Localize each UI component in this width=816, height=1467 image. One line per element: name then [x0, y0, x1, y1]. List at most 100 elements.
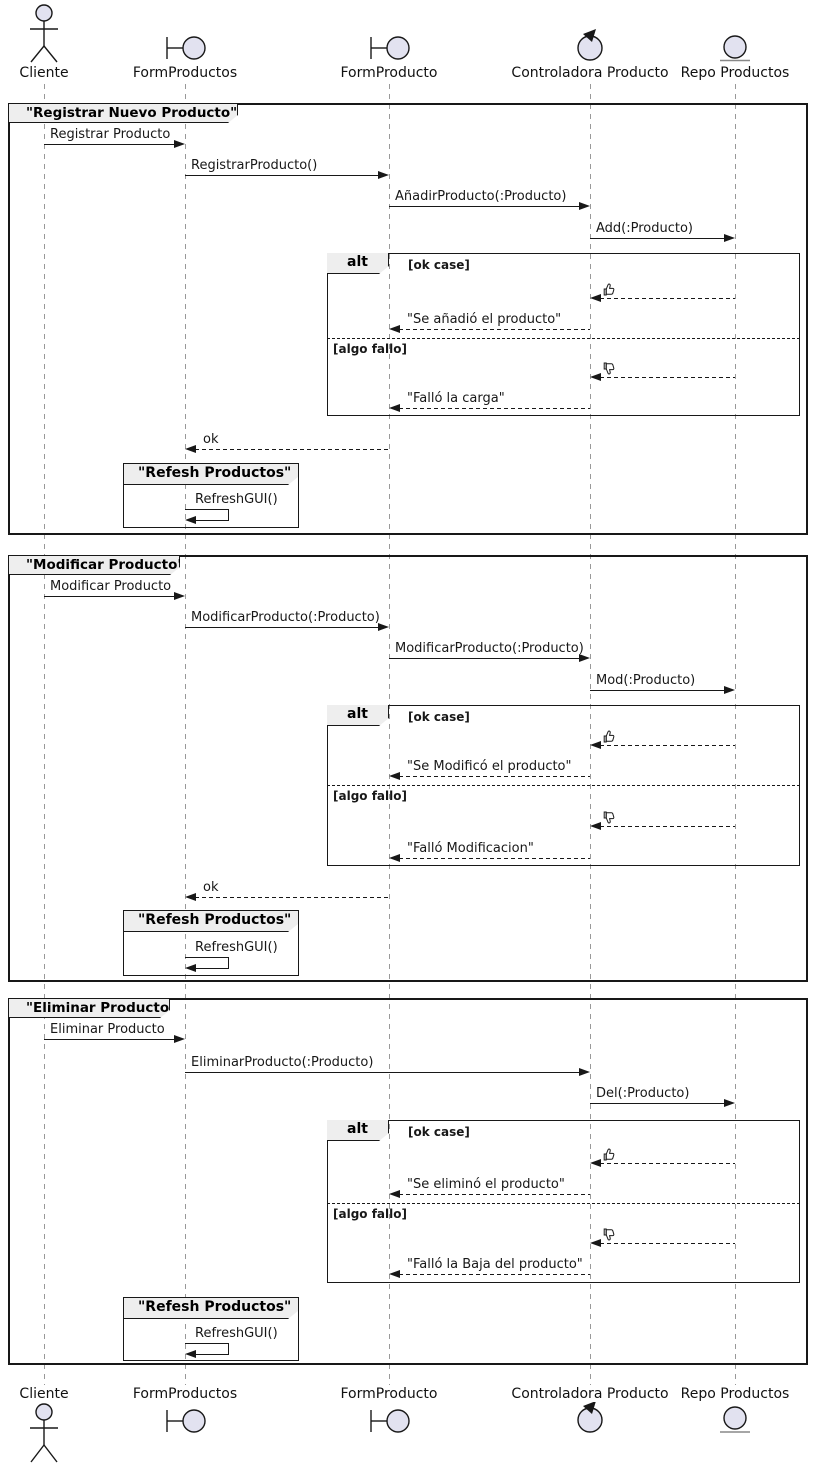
message-label: ok [203, 880, 219, 895]
message-line [600, 377, 735, 378]
message-label: RegistrarProducto() [191, 158, 318, 173]
refresh-frame-title: "Refesh Productos" [124, 464, 298, 485]
arrowhead [724, 686, 735, 694]
participant-label-formproductos: FormProductos [132, 65, 238, 81]
control-icon [558, 1401, 622, 1467]
message-line [590, 238, 725, 239]
message-line [185, 627, 379, 628]
alt-frame [327, 1120, 800, 1283]
arrowhead [590, 822, 601, 830]
lifeline-cliente [44, 84, 45, 1385]
alt-divider [327, 338, 800, 339]
arrowhead [724, 234, 735, 242]
group-frame [8, 555, 808, 982]
self-message-line [185, 1343, 228, 1344]
thumbs-up-icon [602, 729, 617, 748]
message-line [44, 144, 175, 145]
message-label: "Se Modificó el producto" [407, 759, 572, 774]
message-label: "Falló la Baja del producto" [407, 1257, 583, 1272]
message-line [600, 298, 735, 299]
message-label: Del(:Producto) [596, 1086, 690, 1101]
message-line [600, 1243, 735, 1244]
message-line [44, 596, 175, 597]
alt-operator-label: alt [327, 253, 389, 274]
participant-label-repo: Repo Productos [680, 1386, 790, 1402]
arrowhead [185, 516, 196, 524]
message-line [399, 408, 590, 409]
message-line [44, 1039, 175, 1040]
arrowhead [378, 171, 389, 179]
thumbs-down-icon [602, 361, 617, 380]
refresh-frame-title: "Refesh Productos" [124, 1298, 298, 1319]
group-frame-title: "Registrar Nuevo Producto" [8, 103, 238, 123]
message-line [195, 897, 389, 898]
lifeline-repo [735, 84, 736, 1385]
boundary-icon [357, 1402, 421, 1467]
arrowhead [185, 445, 196, 453]
thumbs-down-icon [602, 1227, 617, 1246]
message-line [590, 1103, 725, 1104]
refresh-frame [123, 463, 299, 528]
message-line [399, 1274, 590, 1275]
self-message-line [185, 509, 228, 510]
arrowhead [389, 404, 400, 412]
refresh-frame [123, 910, 299, 976]
participant-label-formproducto: FormProducto [340, 65, 438, 81]
arrowhead [185, 1350, 196, 1358]
arrowhead [724, 1099, 735, 1107]
control-icon [558, 0, 622, 64]
alt-operator-label: alt [327, 705, 389, 726]
message-label: Registrar Producto [50, 127, 171, 142]
group-frame [8, 998, 808, 1365]
message-line [389, 658, 580, 659]
message-label: "Falló Modificacion" [407, 841, 534, 856]
entity-icon [703, 0, 767, 64]
message-line [195, 449, 389, 450]
participant-label-repo: Repo Productos [680, 65, 790, 81]
participant-label-controladora: Controladora Producto [511, 1386, 669, 1402]
refresh-frame [123, 1297, 299, 1361]
message-line [600, 826, 735, 827]
participant-label-formproducto: FormProducto [340, 1386, 438, 1402]
message-line [389, 206, 580, 207]
participant-label-formproductos: FormProductos [132, 1386, 238, 1402]
alt-guard-ok: [ok case] [408, 258, 470, 272]
arrowhead [579, 1068, 590, 1076]
message-line [600, 745, 735, 746]
alt-divider [327, 785, 800, 786]
self-message-line [196, 1354, 229, 1355]
message-line [185, 1072, 580, 1073]
arrowhead [590, 373, 601, 381]
participant-label-controladora: Controladora Producto [511, 65, 669, 81]
arrowhead [185, 964, 196, 972]
arrowhead [389, 772, 400, 780]
arrowhead [185, 893, 196, 901]
participant-label-cliente: Cliente [19, 1386, 69, 1402]
message-label: Eliminar Producto [50, 1022, 165, 1037]
boundary-icon [153, 1402, 217, 1467]
entity-icon [703, 1402, 767, 1467]
message-label: Modificar Producto [50, 579, 172, 594]
thumbs-up-icon [602, 282, 617, 301]
group-frame-title: "Modificar Producto" [8, 555, 180, 575]
arrowhead [590, 1159, 601, 1167]
alt-guard-ok: [ok case] [408, 1125, 470, 1139]
message-label: EliminarProducto(:Producto) [191, 1055, 374, 1070]
group-frame [8, 103, 808, 535]
message-line [600, 1163, 735, 1164]
arrowhead [389, 1270, 400, 1278]
arrowhead [174, 1035, 185, 1043]
group-frame-title: "Eliminar Producto" [8, 998, 170, 1018]
refresh-frame-title: "Refesh Productos" [124, 911, 298, 932]
arrowhead [389, 1190, 400, 1198]
message-line [399, 1194, 590, 1195]
message-label: "Se añadió el producto" [407, 312, 562, 327]
message-line [399, 858, 590, 859]
arrowhead [590, 1239, 601, 1247]
message-label: AñadirProducto(:Producto) [395, 189, 567, 204]
arrowhead [174, 140, 185, 148]
message-line [590, 690, 725, 691]
arrowhead [579, 202, 590, 210]
self-message-line [196, 520, 229, 521]
